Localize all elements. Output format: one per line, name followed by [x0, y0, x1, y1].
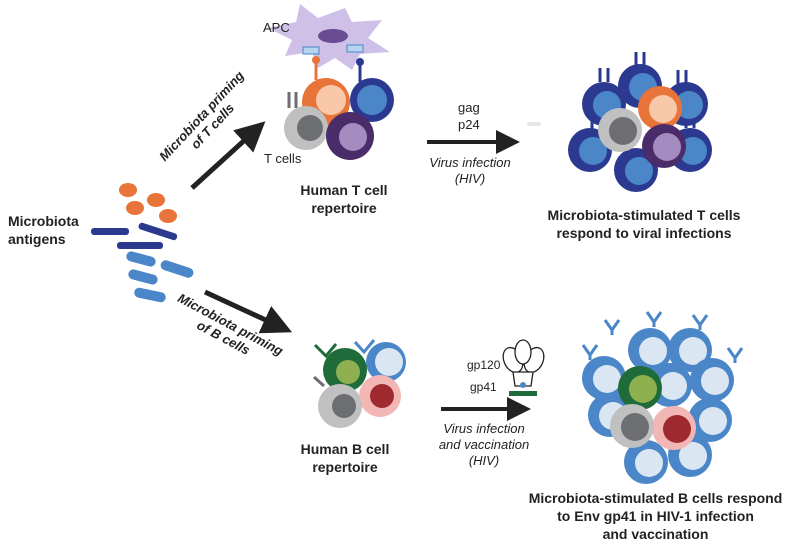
- t-cells-label: T cells: [264, 151, 302, 166]
- label-line: respond to viral infections: [556, 225, 732, 241]
- t-cell-core-3: [679, 137, 707, 165]
- b-cell-core-5: [679, 442, 707, 470]
- antigen-rod-4: [134, 287, 166, 303]
- antigen-bar-1: [91, 228, 129, 235]
- microbiota-antigens-label: Microbiota antigens: [8, 212, 80, 248]
- apc-cell-icon: [268, 4, 390, 70]
- antigen-bar-2: [138, 222, 178, 241]
- antigen-orange-3: [126, 201, 144, 215]
- t-cell-core-8: [653, 133, 681, 161]
- mhc-1: [302, 46, 320, 55]
- b-receptor-0: [581, 344, 599, 360]
- label-line: Virus infection: [443, 421, 525, 436]
- mhc-2: [346, 44, 364, 53]
- t-cell-core-5: [675, 91, 703, 119]
- label-line: and vaccination: [602, 526, 709, 542]
- apc-label: APC: [263, 20, 290, 35]
- label-line: Human B cell: [300, 441, 390, 457]
- apc-nucleus: [318, 29, 348, 43]
- env-trimer-icon: [502, 339, 545, 396]
- arrow-t-priming: [190, 121, 266, 190]
- t-cell-core-2: [579, 137, 607, 165]
- b-cell-core-6: [635, 449, 663, 477]
- antigen-rod-1: [126, 251, 156, 267]
- gp120-label: gp120: [467, 358, 501, 372]
- arrow-b-priming: [203, 289, 293, 334]
- label-line: repertoire: [311, 200, 377, 216]
- b-cell-core-0: [593, 365, 621, 393]
- label-line: (HIV): [454, 171, 486, 186]
- b-cell-core-11: [621, 413, 649, 441]
- t-result-label: Microbiota-stimulated T cells respond to…: [525, 206, 763, 242]
- label-line: Microbiota-stimulated T cells: [547, 207, 741, 223]
- label-line: Microbiota: [8, 213, 79, 229]
- t-cell-core-6: [649, 95, 677, 123]
- t-cell-core-7: [609, 117, 637, 145]
- virus-t-label: Virus infection (HIV): [420, 155, 520, 187]
- b-cell-core-10: [663, 415, 691, 443]
- t-repertoire-label: Human T cell repertoire: [289, 181, 399, 217]
- t-receptor-2: [634, 52, 646, 66]
- b-repertoire-label: Human B cell repertoire: [290, 440, 400, 476]
- b-cell-repertoire-icon: [312, 339, 406, 428]
- b-cell-core-4: [699, 407, 727, 435]
- b-receptor-1: [645, 311, 663, 327]
- gp41-label: gp41: [470, 380, 497, 394]
- virus-b-label: Virus infection and vaccination (HIV): [430, 421, 538, 469]
- label-line: Human T cell: [300, 182, 388, 198]
- label-line: Virus infection: [429, 155, 511, 170]
- t-cell-core-4: [625, 157, 653, 185]
- b-receptor-3: [691, 314, 709, 330]
- antigen-bar-3: [117, 242, 163, 249]
- b-cell-core-2: [679, 337, 707, 365]
- antigen-orange-1: [119, 183, 137, 197]
- b-result-label: Microbiota-stimulated B cells respond to…: [513, 489, 798, 543]
- b-receptor-4: [726, 347, 744, 363]
- b-cell-core-3: [701, 367, 729, 395]
- faint-dash: [527, 122, 541, 126]
- b-cell-core-8: [659, 372, 687, 400]
- antigen-orange-4: [159, 209, 177, 223]
- label-line: repertoire: [312, 459, 378, 475]
- gag-label: gag: [458, 100, 480, 115]
- b-cell-core-9: [629, 375, 657, 403]
- b-cell-result-cluster-icon: [581, 311, 744, 484]
- p24-label: p24: [458, 117, 480, 132]
- antigen-orange-2: [147, 193, 165, 207]
- b-cell-core-1: [639, 337, 667, 365]
- t-receptor-3: [676, 70, 688, 84]
- t-receptor-0: [598, 68, 610, 82]
- label-line: (HIV): [468, 453, 500, 468]
- b-receptor-2: [603, 319, 621, 335]
- label-line: Microbiota-stimulated B cells respond: [528, 490, 783, 506]
- label-line: antigens: [8, 231, 66, 247]
- antigen-rod-3: [128, 269, 158, 285]
- microbiota-antigens-icon: [91, 183, 194, 303]
- antigen-rod-2: [160, 260, 194, 278]
- t-cell-repertoire-icon: [284, 56, 394, 160]
- label-line: to Env gp41 in HIV-1 infection: [557, 508, 754, 524]
- label-line: and vaccination: [438, 437, 530, 452]
- t-cell-result-cluster-icon: [568, 52, 712, 192]
